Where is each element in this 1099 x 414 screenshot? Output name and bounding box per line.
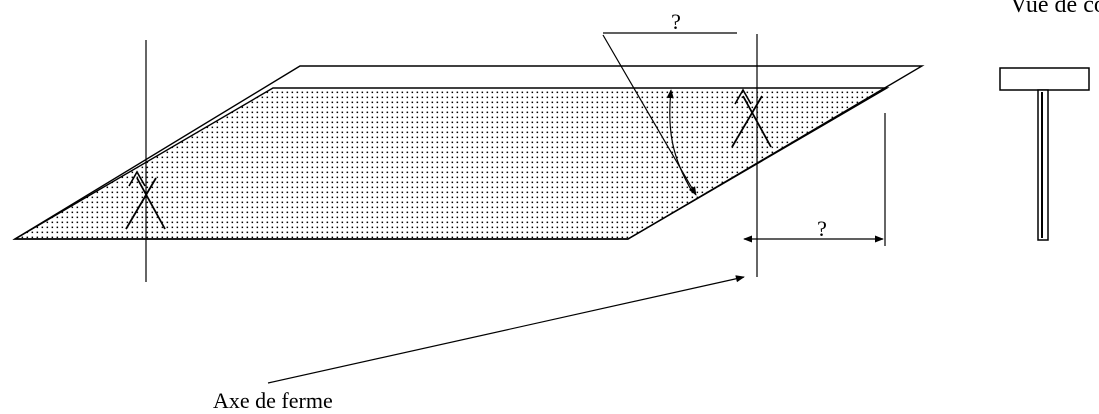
crossed-x-marker-icon — [125, 170, 166, 230]
t-section-side-view — [999, 67, 1090, 241]
angle-unknown-label: ? — [671, 9, 681, 34]
crossed-x-marker-icon — [731, 88, 772, 148]
offset-unknown-label: ? — [817, 216, 827, 241]
side-view-title: Vue de côté — [1010, 0, 1099, 18]
truss-axis-leader — [267, 275, 745, 384]
truss-axis-label: Axe de ferme — [213, 388, 333, 413]
angle-arc — [666, 89, 694, 194]
shaded-plate-face — [12, 87, 890, 240]
